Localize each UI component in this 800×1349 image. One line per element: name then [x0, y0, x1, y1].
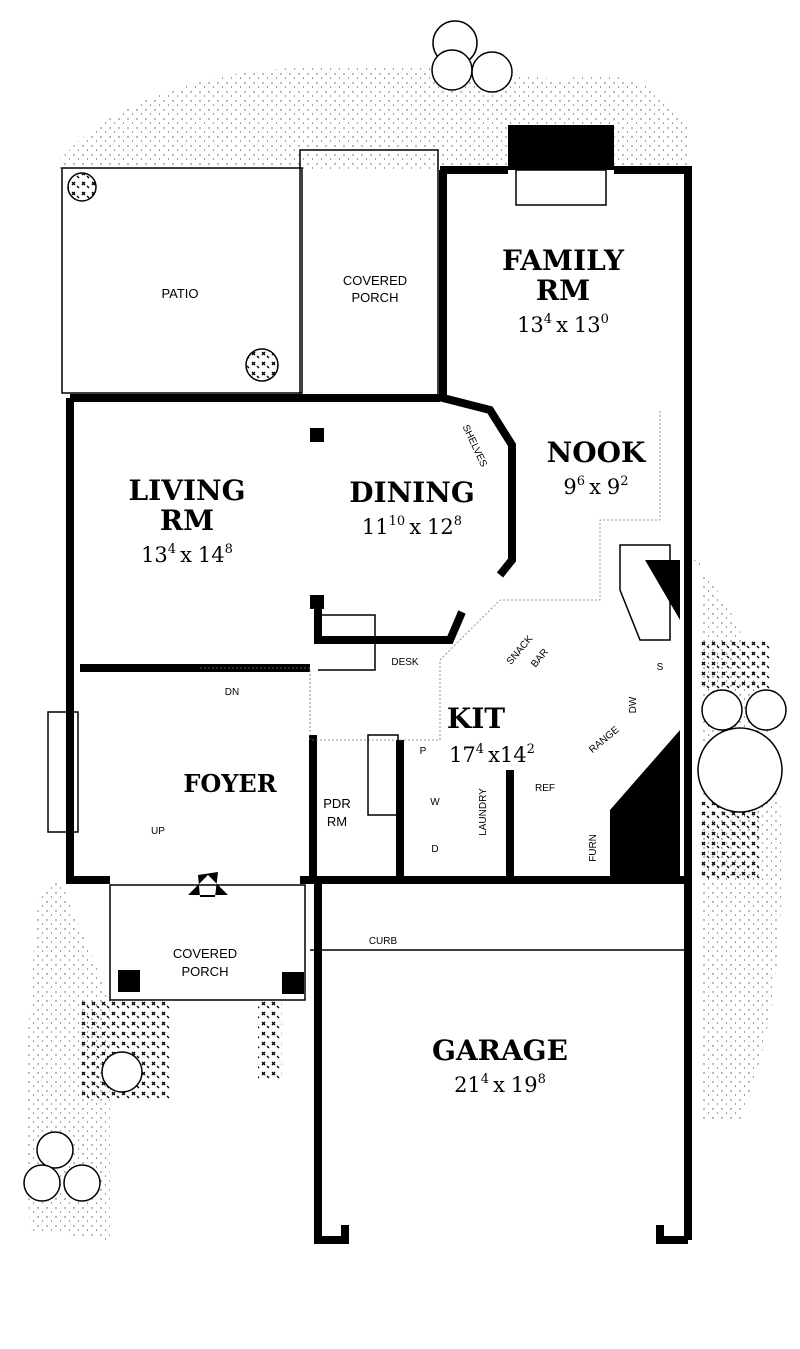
label-sink: S — [657, 662, 664, 673]
label-patio: PATIO — [161, 286, 198, 301]
fireplace — [508, 125, 614, 170]
label-bar: BAR — [529, 647, 551, 670]
tree-icon — [101, 1051, 143, 1093]
shrub — [700, 800, 760, 880]
room-name: LIVING — [128, 474, 245, 507]
tree-icon — [63, 1164, 101, 1202]
tree-icon — [701, 689, 743, 731]
label-curb: CURB — [369, 936, 398, 947]
label-stairs-up: UP — [151, 826, 165, 837]
label-powder-room: RM — [327, 814, 347, 829]
front-porch-area — [109, 884, 306, 1001]
tree-icon — [745, 689, 787, 731]
tree-icon — [697, 727, 783, 813]
label-stairs-down: DN — [225, 687, 239, 698]
entry-arrow-icon — [188, 872, 228, 897]
fixture-labels: PATIO COVERED PORCH SHELVES DESK SNACK B… — [151, 273, 664, 979]
shrub — [700, 640, 770, 690]
patio-area — [61, 167, 303, 394]
label-covered-porch-front: PORCH — [182, 964, 229, 979]
label-washer: W — [430, 797, 440, 808]
label-dishwasher: DW — [628, 696, 639, 713]
label-furnace: FURN — [588, 834, 599, 862]
label-powder-room: PDR — [323, 796, 350, 811]
shrub-icon — [245, 348, 279, 382]
room-name: RM — [160, 504, 214, 537]
tree-icon — [23, 1164, 61, 1202]
room-name: NOOK — [547, 436, 647, 469]
walls — [47, 125, 692, 1244]
label-refrigerator: REF — [535, 783, 555, 794]
label-range: RANGE — [587, 724, 622, 755]
label-laundry: LAUNDRY — [478, 788, 489, 836]
room-name: GARAGE — [432, 1034, 568, 1067]
tree-icon — [36, 1131, 74, 1169]
room-name: KIT — [447, 702, 505, 735]
tree-icon — [471, 51, 513, 93]
tree-icon — [431, 49, 473, 91]
label-covered-porch-front: COVERED — [173, 946, 237, 961]
label-covered-porch: COVERED — [343, 273, 407, 288]
label-dryer: D — [431, 844, 438, 855]
shrub-icon — [67, 172, 97, 202]
label-desk: DESK — [391, 657, 419, 668]
label-pantry: P — [420, 746, 427, 757]
shrub — [258, 1000, 282, 1080]
label-covered-porch: PORCH — [352, 290, 399, 305]
trees — [23, 20, 787, 1202]
room-foyer: FOYER — [183, 769, 277, 798]
label-water-heater: HW — [637, 847, 654, 858]
room-name: DINING — [349, 476, 475, 509]
label-shelves: SHELVES — [460, 423, 489, 469]
room-name: RM — [536, 274, 590, 307]
room-name: FAMILY — [502, 244, 625, 277]
